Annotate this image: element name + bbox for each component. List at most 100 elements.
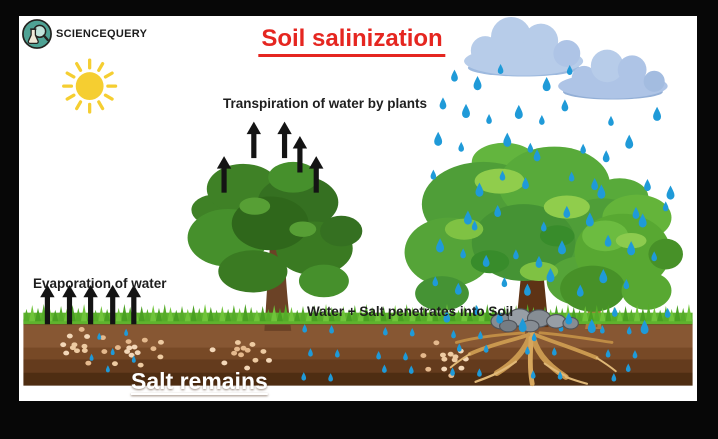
up-arrow [216, 156, 232, 193]
rain-drop [503, 132, 512, 147]
salt-particle [249, 342, 256, 347]
salt-particle [101, 349, 108, 354]
rain-drop [430, 169, 437, 180]
grass-blade [420, 305, 428, 322]
grass-blade [282, 304, 289, 322]
up-arrow [292, 136, 308, 173]
salt-particle [141, 337, 148, 343]
transpiration-label: Transpiration of water by plants [223, 96, 428, 111]
penetration-label: Water + Salt penetrates into Soil [307, 304, 514, 319]
sun-ray [103, 71, 114, 79]
sciencequery-logo-icon [22, 19, 52, 49]
grass-blade [674, 304, 681, 322]
salt-particle [124, 349, 131, 354]
grass-blade [432, 304, 439, 322]
grass-blade [334, 309, 341, 322]
grass-blade [57, 305, 65, 322]
rain-drop [527, 142, 534, 153]
grass-blade [81, 304, 88, 322]
arrow-head [216, 156, 232, 169]
salt-particle [111, 361, 118, 367]
salt-particle [85, 360, 92, 366]
up-arrow [309, 156, 324, 193]
salt-particle [60, 342, 67, 348]
grass-blade [294, 309, 301, 322]
grass-blade [397, 307, 404, 322]
grass-blade [409, 306, 416, 322]
rain-drop [608, 115, 614, 126]
salt-particle [84, 334, 91, 339]
salt-particle [209, 347, 216, 353]
rain-drop [434, 131, 443, 146]
grass-blade [121, 304, 128, 322]
rain-drop [462, 103, 470, 119]
salt-particle [420, 353, 427, 358]
grass-blade [651, 306, 658, 322]
salt-particle [114, 345, 121, 350]
grass-blade [213, 309, 220, 322]
grass-blade [478, 307, 485, 322]
arrow-shaft [251, 132, 257, 159]
grass-blade [52, 309, 59, 322]
grass-blade [587, 308, 595, 322]
grass-blade [248, 306, 255, 322]
rain-drop [653, 106, 662, 121]
arrow-head [309, 156, 324, 169]
sun-ray [65, 93, 76, 101]
arrow-head [292, 136, 308, 149]
grass-blade [351, 304, 358, 322]
grass-blade [616, 309, 623, 322]
grass-blade [328, 306, 335, 322]
grass-blade [144, 308, 151, 322]
arrow-shaft [110, 295, 116, 325]
grass-blade [34, 307, 42, 322]
arrow-head [83, 284, 98, 298]
rain-drop [612, 306, 618, 317]
grass-blade [369, 306, 376, 322]
up-arrow [277, 121, 292, 159]
salt-particle [157, 339, 164, 345]
salt-particle [441, 356, 448, 362]
grass-blade [242, 304, 249, 322]
grass-blade [576, 309, 583, 322]
transpiring-tree [187, 161, 363, 331]
grass-blade [605, 304, 612, 322]
diagram-artwork [23, 16, 693, 387]
salt-particle [137, 362, 144, 368]
grass-blade [271, 304, 278, 322]
salt-particle [231, 350, 238, 356]
salt-particle [81, 348, 88, 353]
sun-icon [62, 58, 118, 114]
grass-blade [599, 307, 606, 322]
salt-particle [125, 339, 132, 345]
grass-blade [392, 304, 399, 322]
grass-blade [190, 304, 197, 322]
grass-blade [668, 308, 675, 322]
salt-particle [63, 350, 70, 356]
grass-blade [253, 309, 260, 322]
grass-blade [634, 304, 641, 322]
transpiration-arrows [216, 121, 324, 193]
grass-blade [374, 309, 381, 322]
grass-blade [196, 307, 203, 322]
salt-particle [244, 347, 251, 353]
salt-particle [81, 343, 88, 349]
arrow-shaft [297, 146, 303, 173]
arrow-head [62, 284, 77, 298]
grass-blade [403, 304, 410, 322]
grass-blade [161, 304, 168, 322]
sun-ray [75, 100, 83, 111]
grass-blade [340, 305, 347, 322]
salt-particle [74, 348, 80, 354]
grass-blade [155, 307, 163, 322]
up-arrow [40, 284, 55, 325]
evaporation-arrows [40, 284, 142, 325]
grass-blade [645, 304, 652, 322]
arrow-head [246, 121, 262, 135]
grass-blade [115, 307, 122, 322]
grass-blade [184, 308, 191, 322]
brand-logo: SCIENCEQUERY [21, 18, 147, 50]
grass-blade [466, 308, 474, 322]
grass-blade [380, 305, 387, 322]
